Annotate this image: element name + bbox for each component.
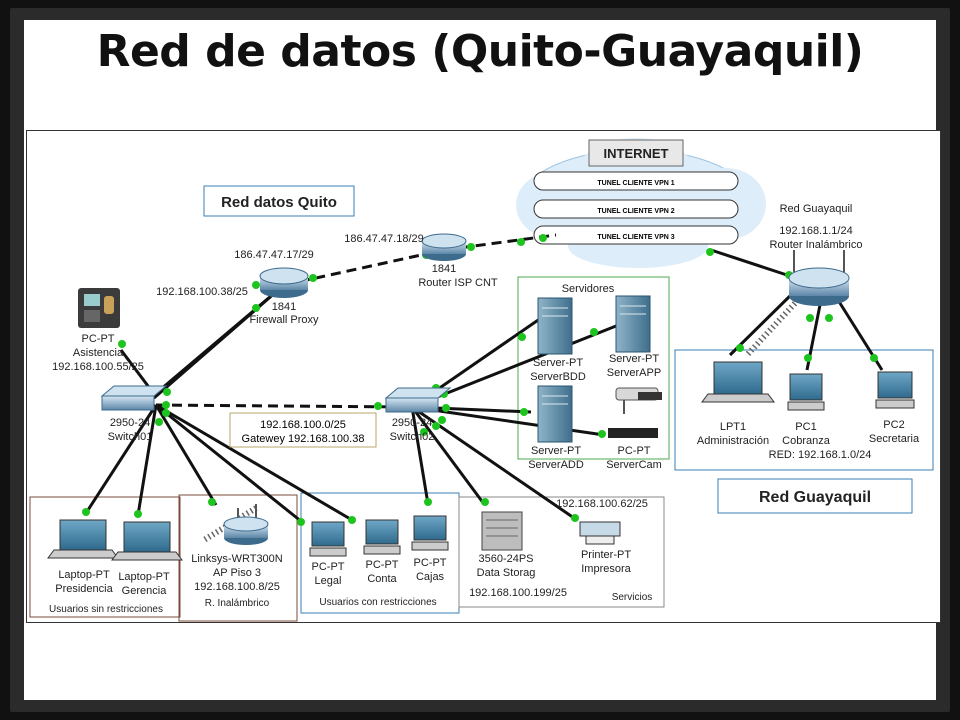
- isp-right-ip: 186.47.47.18/29: [344, 233, 424, 245]
- link-status-dots: [82, 234, 878, 526]
- restricted-users-label: Usuarios con restricciones: [319, 597, 436, 608]
- storage-model: 3560-24PS: [478, 553, 533, 565]
- subnet-text: 192.168.100.0/25: [260, 419, 346, 431]
- firewall-router-icon[interactable]: [259, 267, 309, 298]
- printer-type: Printer-PT: [581, 549, 631, 561]
- internet-label-box: [588, 139, 684, 167]
- quito-label-box: [203, 185, 355, 217]
- pc-cajas-icon[interactable]: [411, 515, 449, 551]
- pc1-icon[interactable]: [787, 373, 825, 411]
- laptop-pres-type: Laptop-PT: [58, 569, 110, 581]
- lpt1-type: LPT1: [720, 421, 746, 433]
- server-bdd-icon[interactable]: [537, 297, 573, 355]
- server-add-name: ServerADD: [528, 459, 584, 471]
- firewall-name: Firewall Proxy: [249, 314, 319, 326]
- server-bdd-name: ServerBDD: [530, 371, 586, 383]
- wireless-router-ip: 192.168.1.1/24: [779, 225, 852, 237]
- pc-cajas-name: Cajas: [416, 571, 445, 583]
- server-add-type: Server-PT: [531, 445, 581, 457]
- laptop-gerencia-icon[interactable]: [111, 521, 183, 561]
- storage-name: Data Storag: [477, 567, 536, 579]
- lpt1-name: Administración: [697, 435, 769, 447]
- pc-legal-type: PC-PT: [312, 561, 345, 573]
- tunnel-1-label: TUNEL CLIENTE VPN 1: [597, 180, 674, 187]
- isp-router-model: 1841: [432, 263, 456, 275]
- quito-label: Red datos Quito: [221, 194, 337, 211]
- switch02-model: 2950-24: [392, 417, 432, 429]
- unrestricted-users-label: Usuarios sin restricciones: [49, 604, 163, 615]
- server-app-name: ServerAPP: [607, 367, 661, 379]
- pc2-name: Secretaria: [869, 433, 920, 445]
- pc-cajas-type: PC-PT: [414, 557, 447, 569]
- server-add-icon[interactable]: [537, 385, 573, 443]
- pc-conta-type: PC-PT: [366, 559, 399, 571]
- laptop-lpt1-icon[interactable]: [701, 361, 775, 403]
- wireless-router-icon[interactable]: [788, 250, 850, 306]
- server-cam-name: ServerCam: [606, 459, 662, 471]
- tunnel-2-label: TUNEL CLIENTE VPN 2: [597, 208, 674, 215]
- data-storage-icon[interactable]: [481, 511, 523, 551]
- guayaquil-label: Red Guayaquil: [759, 489, 871, 506]
- switch01-name: Switch01: [108, 431, 153, 443]
- ap-name: AP Piso 3: [213, 567, 261, 579]
- printer-icon[interactable]: [579, 521, 621, 545]
- laptop-ger-name: Gerencia: [122, 585, 168, 597]
- switch01-model: 2950-24: [110, 417, 150, 429]
- vpn-tunnels: TUNEL CLIENTE VPN 1 TUNEL CLIENTE VPN 2 …: [533, 171, 739, 245]
- gateway-text: Gatewey 192.168.100.38: [242, 433, 365, 445]
- printer-name: Impresora: [581, 563, 631, 575]
- services-label: Servicios: [612, 592, 653, 603]
- firewall-lan-ip: 192.168.100.38/25: [156, 286, 248, 298]
- ap-ip: 192.168.100.8/25: [194, 581, 280, 593]
- servers-label: Servidores: [562, 283, 615, 295]
- switch02-icon[interactable]: [384, 387, 452, 413]
- pc2-type: PC2: [883, 419, 904, 431]
- internet-label: INTERNET: [604, 146, 669, 161]
- laptop-ger-type: Laptop-PT: [118, 571, 170, 583]
- pc2-icon[interactable]: [875, 371, 915, 409]
- guayaquil-lan-box: [674, 349, 934, 471]
- guayaquil-label-box: [717, 478, 913, 514]
- services-box: [458, 496, 665, 608]
- network-diagram: INTERNET TUNEL CLIENTE VPN 1 TUNEL CLIEN…: [26, 130, 941, 623]
- laptop-presidencia-icon[interactable]: [47, 519, 119, 559]
- isp-router-icon[interactable]: [421, 233, 467, 261]
- wireless-router-name: Router Inalámbrico: [770, 239, 863, 251]
- server-app-type: Server-PT: [609, 353, 659, 365]
- slide-title: Red de datos (Quito-Guayaquil): [96, 26, 864, 77]
- firewall-model: 1841: [272, 301, 296, 313]
- pc-conta-name: Conta: [367, 573, 397, 585]
- isp-router-name: Router ISP CNT: [418, 277, 498, 289]
- guayaquil-network: RED: 192.168.1.0/24: [769, 449, 872, 461]
- asistencia-type: PC-PT: [82, 333, 115, 345]
- storage-ip: 192.168.100.199/25: [469, 587, 567, 599]
- isp-left-ip: 186.47.47.17/29: [234, 249, 314, 261]
- server-app-icon[interactable]: [615, 295, 651, 353]
- access-point-icon[interactable]: [223, 504, 269, 545]
- ap-model: Linksys-WRT300N: [191, 553, 283, 565]
- pc-legal-name: Legal: [315, 575, 342, 587]
- pc1-type: PC1: [795, 421, 816, 433]
- servers-box: [517, 276, 670, 460]
- pc1-name: Cobranza: [782, 435, 831, 447]
- server-cam-type: PC-PT: [618, 445, 651, 457]
- server-bdd-type: Server-PT: [533, 357, 583, 369]
- camera-server-icon[interactable]: [608, 387, 662, 438]
- pc-legal-icon[interactable]: [309, 521, 347, 557]
- laptop-pres-name: Presidencia: [55, 583, 113, 595]
- asistencia-ip: 192.168.100.55/25: [52, 361, 144, 373]
- pc-conta-icon[interactable]: [363, 519, 401, 555]
- printer-ip: 192.168.100.62/25: [556, 498, 648, 510]
- asistencia-name: Asistencia: [73, 347, 124, 359]
- guayaquil-router-title: Red Guayaquil: [780, 203, 853, 215]
- biometric-clock-icon[interactable]: [78, 288, 120, 328]
- network-info-box: [229, 412, 377, 448]
- switch02-name: Switch02: [390, 431, 435, 443]
- tunnel-3-label: TUNEL CLIENTE VPN 3: [597, 234, 674, 241]
- ap-note: R. Inalámbrico: [205, 598, 270, 609]
- switch01-icon[interactable]: [100, 385, 168, 411]
